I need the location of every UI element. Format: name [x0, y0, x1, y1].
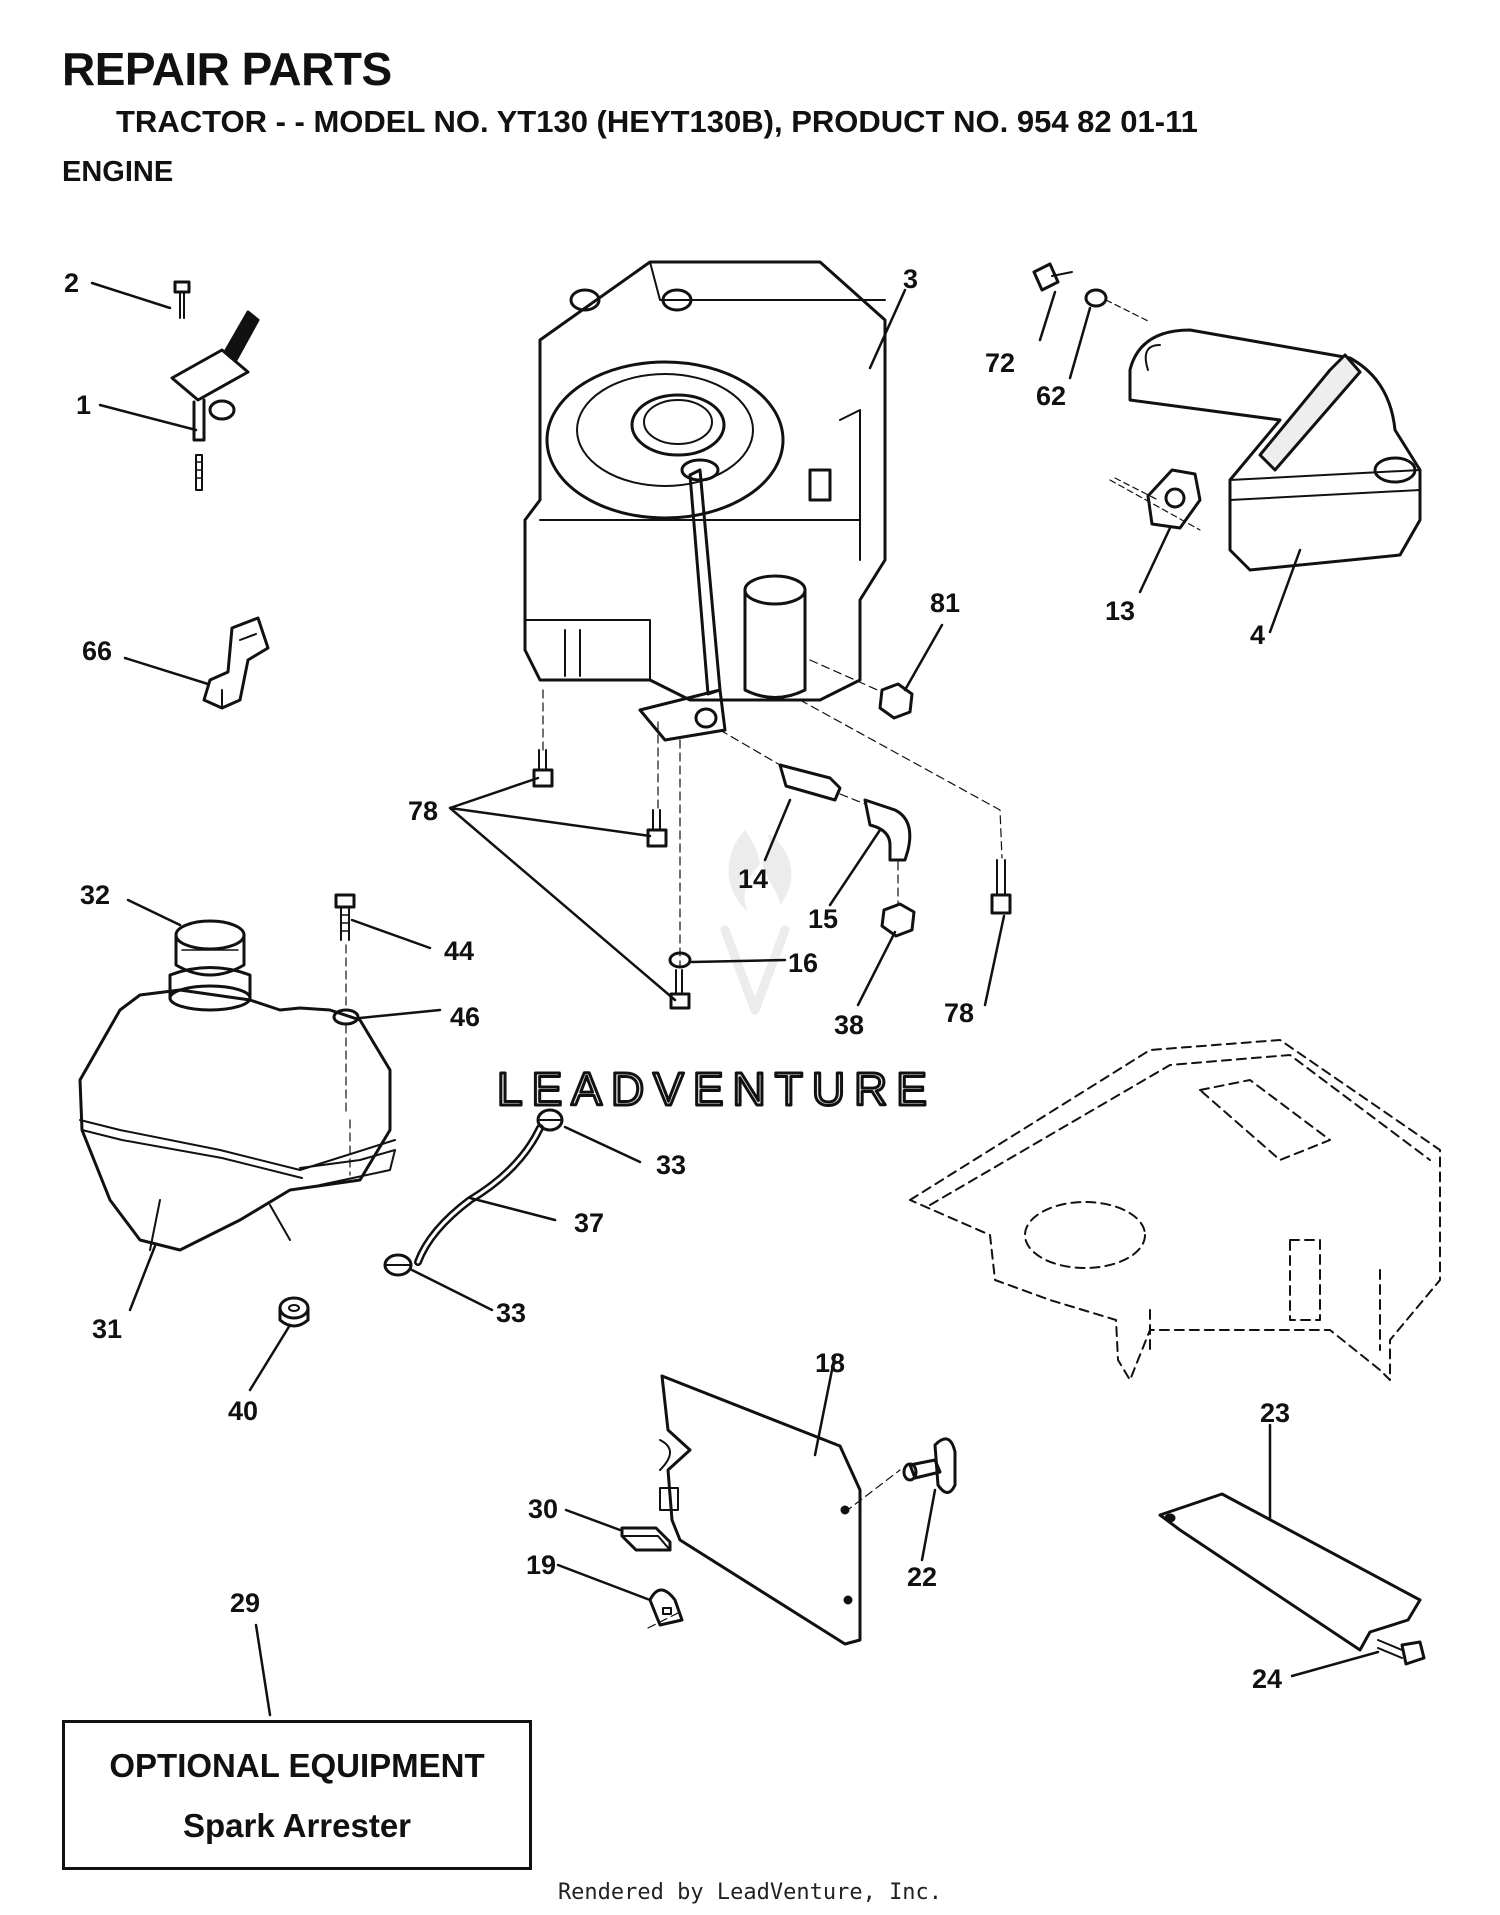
callout-78-right: 78 [944, 998, 974, 1028]
callout-23: 23 [1260, 1398, 1290, 1428]
callout-29: 29 [230, 1588, 260, 1618]
tank-screw-44 [334, 893, 356, 1011]
model-subtitle: TRACTOR - - MODEL NO. YT130 (HEYT130B), … [116, 104, 1198, 139]
callout-19: 19 [526, 1550, 556, 1580]
section-title: ENGINE [62, 156, 174, 188]
callout-14: 14 [738, 864, 768, 894]
tractor-frame [909, 1039, 1441, 1381]
callout-32: 32 [80, 880, 110, 910]
callout-33-lower: 33 [496, 1298, 526, 1328]
callout-30: 30 [528, 1494, 558, 1524]
throttle-control [170, 280, 260, 491]
engine [523, 260, 887, 742]
optional-equipment-item: Spark Arrester [182, 1807, 412, 1844]
fuel-cap [174, 919, 246, 977]
callout-78-left: 78 [408, 796, 438, 826]
hex-nut-81 [809, 659, 914, 720]
callout-15: 15 [808, 904, 838, 934]
callout-3: 3 [903, 264, 918, 294]
watermark: LEADVENTURE [496, 830, 936, 1117]
drain-cap-38 [880, 902, 916, 938]
callout-33-upper: 33 [656, 1150, 686, 1180]
callout-1: 1 [76, 390, 91, 420]
control-knob-part [202, 616, 270, 710]
drain-pipe-14 [719, 729, 842, 802]
callout-72: 72 [985, 348, 1015, 378]
callout-2: 2 [64, 268, 79, 298]
bracket-bolt-24 [1377, 1639, 1426, 1666]
callout-31: 31 [92, 1314, 122, 1344]
callout-18: 18 [815, 1348, 845, 1378]
callout-13: 13 [1105, 596, 1135, 626]
bushing-40 [278, 1296, 310, 1328]
muffler [1128, 328, 1422, 572]
render-credit: Rendered by LeadVenture, Inc. [557, 1880, 943, 1905]
page-title: REPAIR PARTS [62, 43, 392, 95]
callout-66: 66 [82, 636, 112, 666]
page-header: REPAIR PARTS TRACTOR - - MODEL NO. YT130… [0, 0, 1500, 200]
fuel-tank [78, 966, 396, 1252]
hose-clamp-upper [536, 1108, 564, 1132]
leader-lines [90, 281, 1380, 1717]
fuel-line [414, 1124, 544, 1266]
optional-equipment-title: OPTIONAL EQUIPMENT [109, 1747, 485, 1784]
callout-22: 22 [907, 1562, 937, 1592]
wing-nut-22 [902, 1437, 957, 1494]
callout-44: 44 [444, 936, 474, 966]
mounting-bracket [1158, 1492, 1422, 1652]
callout-38: 38 [834, 1010, 864, 1040]
optional-equipment-box: OPTIONAL EQUIPMENT Spark Arrester [62, 1720, 532, 1870]
callout-24: 24 [1252, 1664, 1282, 1694]
callout-40: 40 [228, 1396, 258, 1426]
callout-16: 16 [788, 948, 818, 978]
callout-labels: 2 1 3 4 13 14 15 16 18 19 22 23 24 29 30… [64, 264, 1290, 1694]
heat-shield [659, 1374, 901, 1646]
drain-elbow-15 [839, 793, 912, 906]
callout-37: 37 [574, 1208, 604, 1238]
callout-81: 81 [930, 588, 960, 618]
bolts-78 [532, 689, 1012, 1010]
callout-46: 46 [450, 1002, 480, 1032]
exhaust-gasket [1109, 468, 1202, 531]
lock-washer-16 [668, 951, 692, 969]
callout-62: 62 [1036, 381, 1066, 411]
watermark-text: LEADVENTURE [497, 1063, 936, 1115]
foam-pad-30 [620, 1526, 672, 1552]
callout-4: 4 [1250, 620, 1265, 650]
clip-19 [647, 1588, 684, 1629]
hose-clamp-lower [383, 1253, 413, 1277]
tank-washer-46 [332, 1008, 360, 1116]
exhaust-bolt [1032, 262, 1151, 323]
